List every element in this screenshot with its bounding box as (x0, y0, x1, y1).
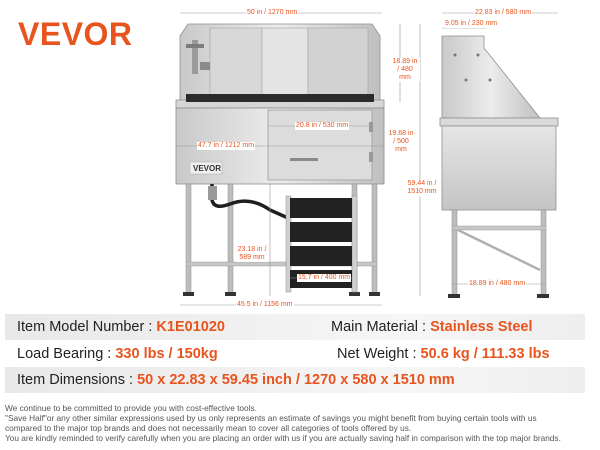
disclaimer-line: "Save Half"or any other similar expressi… (5, 413, 537, 423)
spec-material-value: Stainless Steel (430, 319, 533, 335)
side-hole (464, 78, 468, 82)
ramp-step (290, 222, 352, 242)
dim-total-height: 59.44 in / 1510 mm (406, 180, 438, 196)
tub-leg (185, 183, 192, 295)
brand-plate (189, 161, 223, 175)
spec-material: Main Material : Stainless Steel (331, 314, 532, 340)
dim-tub-length: 47.7 in / 1212 mm (197, 142, 256, 150)
tub-leg (371, 183, 378, 295)
door-hinge (369, 122, 373, 132)
side-hole (453, 53, 457, 57)
side-brace (457, 228, 541, 272)
dim-side-base-depth: 18.89 in / 480 mm (468, 280, 527, 288)
spec-weight: Net Weight : 50.6 kg / 111.33 lbs (337, 341, 550, 367)
spec-dimensions-label: Item Dimensions : (17, 372, 138, 388)
side-foot (448, 294, 460, 298)
side-body (441, 125, 557, 211)
spec-row-band (5, 341, 585, 367)
dim-side-top-depth: 9.05 in / 230 mm (444, 20, 499, 28)
faucet-icon (186, 40, 210, 74)
door-hinge (369, 152, 373, 162)
product-dimension-drawing: VEVOR (175, 12, 559, 306)
dim-side-depth: 22.83 in / 580 mm (474, 9, 533, 17)
spec-weight-value: 50.6 kg / 111.33 lbs (420, 346, 550, 362)
dim-base-width: 45.5 in / 1156 mm (236, 301, 294, 309)
leg-crossbar (185, 261, 378, 267)
drain-hose (210, 184, 289, 220)
tub-ramp (285, 195, 358, 293)
side-brace (451, 225, 547, 231)
backsplash-panel (209, 27, 263, 105)
leg-foot (369, 292, 380, 296)
side-foot (537, 294, 549, 298)
spec-dimensions: Item Dimensions : 50 x 22.83 x 59.45 inc… (17, 367, 455, 393)
dim-tub-depth: 19.68 in / 500 mm (386, 130, 416, 154)
side-hole (476, 53, 480, 57)
dim-back-height: 18.89 in / 480 mm (390, 58, 420, 82)
spec-dimensions-value: 50 x 22.83 x 59.45 inch / 1270 x 580 x 1… (137, 372, 455, 388)
backsplash-panel (307, 27, 369, 105)
leg-foot (225, 292, 236, 296)
backsplash-panel (261, 27, 309, 105)
side-hole (488, 78, 492, 82)
tub-leg (227, 183, 234, 295)
leg-foot (349, 292, 360, 296)
spec-load-label: Load Bearing : (17, 346, 116, 362)
spec-material-label: Main Material : (331, 319, 431, 335)
spec-row-band (5, 367, 585, 393)
drain-fitting (208, 186, 217, 200)
leg-foot (183, 292, 194, 296)
spec-model: Item Model Number : K1E01020 (17, 314, 225, 340)
side-leg (540, 209, 547, 297)
ramp-rail (285, 195, 292, 293)
side-rim (439, 117, 559, 127)
disclaimer-line: compared to the major top brands and doe… (5, 423, 412, 433)
brand-logo: VEVOR (18, 16, 133, 52)
tub-basin (186, 94, 374, 102)
spec-model-label: Item Model Number : (17, 319, 157, 335)
spec-row-band (5, 314, 585, 340)
tub-side-view (439, 35, 559, 298)
dim-stand-height: 23.18 in / 589 mm (236, 246, 268, 262)
disclaimer-line: We continue to be committed to provide y… (5, 403, 257, 413)
side-backsplash (441, 35, 541, 119)
brand-plate-text: VEVOR (193, 164, 221, 173)
dim-ramp-width: 15.7 in / 400 mm (297, 274, 352, 282)
spec-table: Item Model Number : K1E01020 Main Materi… (5, 314, 585, 396)
side-leg (451, 209, 458, 297)
disclaimer-line: You are kindly reminded to verify carefu… (5, 433, 561, 443)
dim-door-width: 20.8 in / 530 mm (295, 122, 350, 130)
spec-weight-label: Net Weight : (337, 346, 421, 362)
spec-load: Load Bearing : 330 lbs / 150kg (17, 341, 218, 367)
door-handle (290, 158, 318, 161)
tub-door (267, 109, 373, 181)
ramp-step (290, 198, 352, 218)
ramp-rail (351, 195, 358, 293)
spec-load-value: 330 lbs / 150kg (115, 346, 218, 362)
ramp-step (290, 246, 352, 266)
dim-top-width: 50 in / 1270 mm (246, 9, 299, 17)
spec-model-value: K1E01020 (156, 319, 225, 335)
